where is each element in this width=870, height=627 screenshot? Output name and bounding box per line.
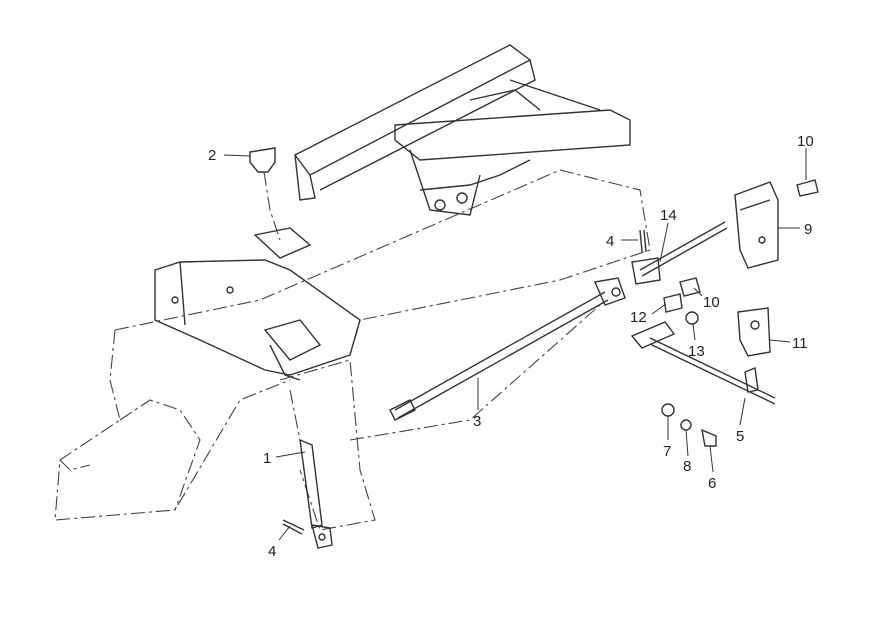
part-10-bolt-middle: [679, 277, 701, 297]
part-12-bolt: [663, 293, 683, 313]
callout-5: 5: [736, 428, 744, 445]
callout-1: 1: [263, 450, 271, 467]
callout-9: 9: [804, 221, 812, 238]
part-13-washer: [685, 311, 699, 325]
part-2-shift-knob: [249, 147, 281, 241]
part-3-control-rod: [389, 277, 626, 421]
callouts: 1 2 3 4 4 5 6 7 8 9 10 10 11 12 13 14: [208, 133, 814, 560]
part-1-lever-arm: [289, 389, 333, 549]
part-8-washer: [680, 419, 692, 431]
part-4-pin-lower: [282, 519, 305, 535]
callout-10-top: 10: [797, 133, 814, 150]
callout-6: 6: [708, 475, 716, 492]
callout-8: 8: [683, 458, 691, 475]
callout-12: 12: [630, 309, 647, 326]
part-10-bolt-top: [796, 179, 819, 197]
part-5-shaft: [630, 321, 776, 405]
callout-4-lower: 4: [268, 543, 276, 560]
leader-lines: [223, 148, 807, 541]
callout-7: 7: [663, 443, 671, 460]
callout-4-upper: 4: [606, 233, 614, 250]
shift-lever-assembly: [253, 227, 322, 381]
part-7-washer: [661, 403, 675, 417]
part-4-pin-upper: [639, 229, 647, 253]
callout-11: 11: [792, 335, 808, 352]
callout-10-middle: 10: [703, 294, 720, 311]
chassis-frame-outline: [54, 169, 651, 531]
callout-3: 3: [473, 413, 481, 430]
frame-side-plate: [154, 259, 361, 376]
callout-13: 13: [688, 343, 705, 360]
part-6-pin: [701, 428, 717, 447]
part-11-block: [737, 307, 771, 357]
part-9-bracket: [734, 181, 779, 269]
callout-14: 14: [660, 207, 677, 224]
part-14-link-rod: [631, 221, 728, 285]
callout-2: 2: [208, 147, 216, 164]
rear-frame-crossmember: [293, 44, 631, 216]
